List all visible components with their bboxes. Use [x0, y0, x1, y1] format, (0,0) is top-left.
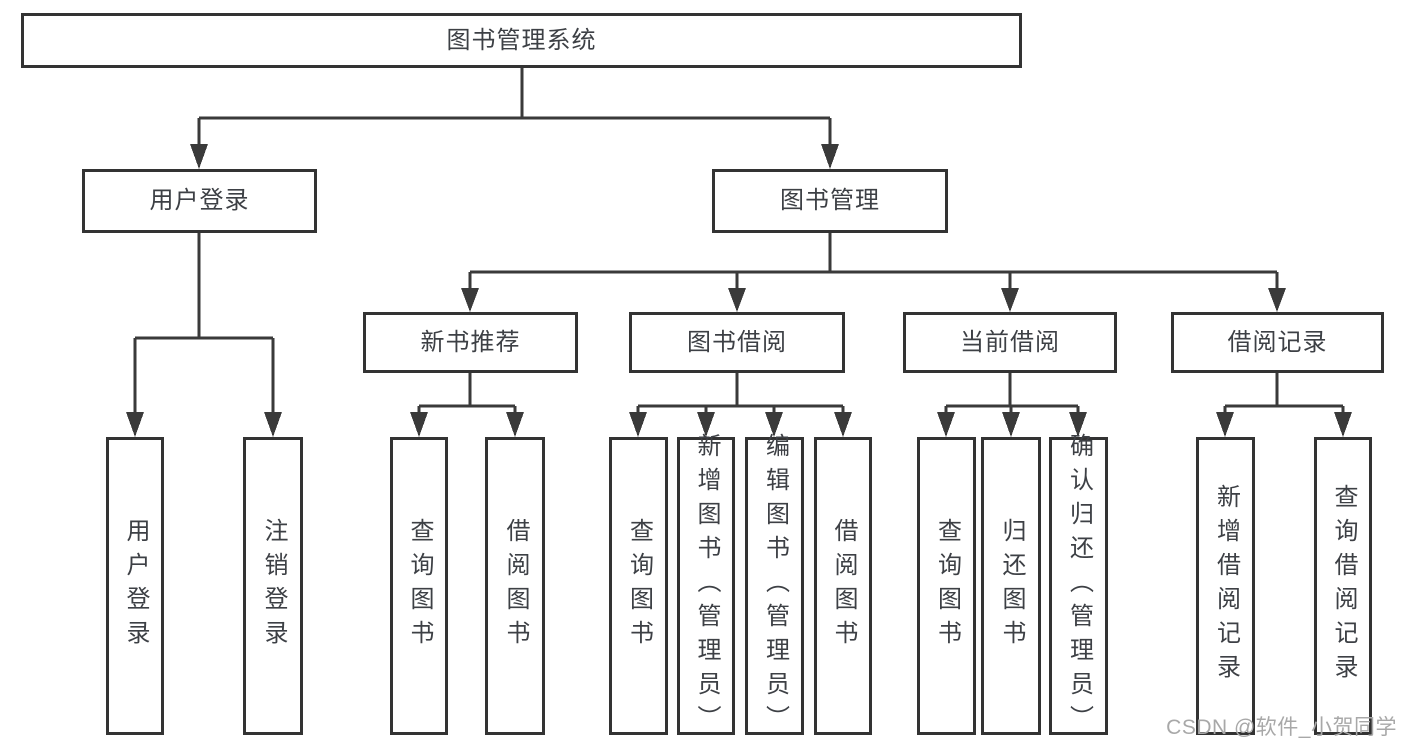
node-user-login: 用户登录: [82, 169, 317, 233]
leaf-borrow-books-1-label: 借阅图书: [502, 518, 529, 654]
node-root: 图书管理系统: [21, 13, 1022, 68]
node-book-borrow-label: 图书借阅: [687, 328, 787, 356]
leaf-add-book-admin-label: 新增图书（管理员）: [693, 433, 720, 739]
leaf-query-borrow-record-label: 查询借阅记录: [1330, 484, 1357, 688]
node-borrow-records-label: 借阅记录: [1227, 328, 1328, 356]
leaf-user-login: 用户登录: [106, 437, 164, 735]
leaf-return-book-label: 归还图书: [998, 518, 1025, 654]
node-borrow-records: 借阅记录: [1171, 312, 1384, 373]
leaf-add-borrow-record-label: 新增借阅记录: [1212, 484, 1240, 688]
leaf-borrow-books-2: 借阅图书: [814, 437, 872, 735]
leaf-add-book-admin: 新增图书（管理员）: [677, 433, 735, 739]
leaf-user-login-label: 用户登录: [122, 518, 149, 654]
leaf-query-borrow-record: 查询借阅记录: [1314, 437, 1372, 735]
leaf-query-books-1: 查询图书: [390, 437, 448, 735]
node-current-borrow-label: 当前借阅: [960, 328, 1060, 356]
arrowheads: [126, 144, 1352, 437]
leaf-query-books-1-label: 查询图书: [406, 518, 433, 654]
leaf-confirm-return-admin-label: 确认归还（管理员）: [1065, 433, 1093, 739]
leaf-edit-book-admin: 编辑图书（管理员）: [745, 433, 804, 739]
watermark: CSDN @软件_小贺同学: [1166, 716, 1397, 739]
node-book-management: 图书管理: [712, 169, 948, 233]
node-user-login-label: 用户登录: [149, 187, 250, 214]
leaf-logout-label: 注销登录: [260, 518, 287, 654]
leaf-confirm-return-admin: 确认归还（管理员）: [1049, 433, 1108, 739]
node-root-label: 图书管理系统: [446, 26, 597, 54]
leaf-edit-book-admin-label: 编辑图书（管理员）: [761, 433, 789, 739]
leaf-query-books-2-label: 查询图书: [625, 518, 653, 654]
leaf-logout: 注销登录: [243, 437, 303, 735]
leaf-borrow-books-1: 借阅图书: [485, 437, 545, 735]
leaf-return-book: 归还图书: [981, 437, 1041, 735]
leaf-add-borrow-record: 新增借阅记录: [1196, 437, 1255, 735]
node-new-book-recommend: 新书推荐: [363, 312, 578, 373]
leaf-query-books-2: 查询图书: [609, 437, 668, 735]
node-new-book-recommend-label: 新书推荐: [420, 328, 521, 356]
leaf-query-books-3: 查询图书: [917, 437, 976, 735]
node-book-borrow: 图书借阅: [629, 312, 845, 373]
node-book-management-label: 图书管理: [780, 187, 880, 214]
node-current-borrow: 当前借阅: [903, 312, 1117, 373]
leaf-query-books-3-label: 查询图书: [933, 518, 961, 654]
leaf-borrow-books-2-label: 借阅图书: [830, 518, 857, 654]
